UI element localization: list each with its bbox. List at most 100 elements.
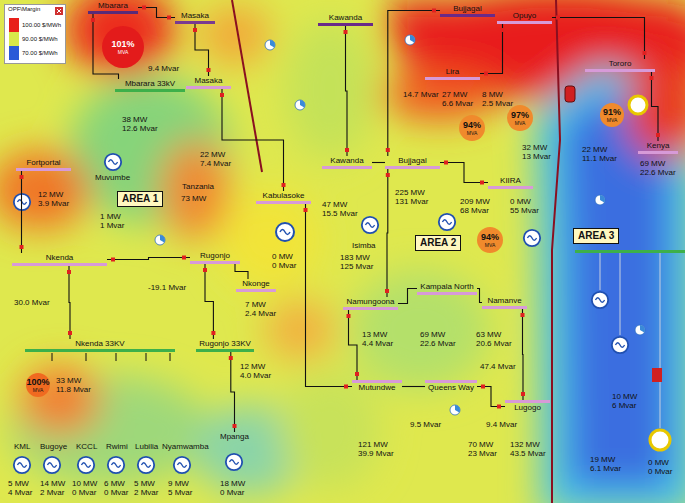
loading-circle: 100%MVA xyxy=(26,373,50,397)
breaker-mark xyxy=(556,16,560,20)
area-boundary xyxy=(552,0,560,503)
transmission-line xyxy=(205,264,213,339)
node-text: Kawanda xyxy=(330,156,363,166)
generator-symbol xyxy=(362,217,378,233)
breaker-mark xyxy=(282,183,286,187)
generator-symbol xyxy=(524,230,540,246)
station-name: KCCL xyxy=(74,442,99,452)
flow-value: 121 MW 39.9 Mvar xyxy=(358,440,395,458)
flow-value: 30.0 Mvar xyxy=(14,298,50,307)
bus-bar-node: Tororo xyxy=(585,59,655,72)
node-text: 91% xyxy=(603,107,621,117)
node-text: Tororo xyxy=(609,59,632,69)
flow-pie xyxy=(295,100,305,110)
node-text: Mbarara xyxy=(98,1,128,11)
breaker-mark xyxy=(521,392,525,396)
flow-value: 183 MW 125 Mvar xyxy=(340,253,375,271)
legend-swatch xyxy=(9,32,19,46)
legend-text: 100.00 $/MWh xyxy=(22,18,61,32)
breaker-mark xyxy=(67,270,71,274)
breaker-mark xyxy=(480,181,484,185)
node-text: 101% xyxy=(111,39,134,49)
generator-symbol xyxy=(276,223,294,241)
breaker-mark xyxy=(142,6,146,10)
unit-text: MVA xyxy=(467,130,477,136)
breaker-mark xyxy=(497,405,501,409)
node-text: Queens Way xyxy=(428,383,474,393)
bus-bar-node: Rugonjo xyxy=(190,251,240,264)
flow-value: 73 MW xyxy=(181,194,206,203)
breaker-mark xyxy=(643,51,647,55)
node-text: Rwimi xyxy=(106,442,128,452)
transmission-line xyxy=(402,386,425,387)
flow-value: 18 MW 0 Mvar xyxy=(220,479,247,497)
flow-value: 1 MW 1 Mvar xyxy=(100,212,126,230)
node-text: Lira xyxy=(446,67,459,77)
bus-bar-node: Namungoona xyxy=(343,297,398,310)
flow-value: 9.4 Mvar xyxy=(148,64,179,73)
flow-value: 225 MW 131 Mvar xyxy=(395,188,430,206)
node-text: AREA 1 xyxy=(122,193,158,205)
transmission-line xyxy=(522,309,524,400)
legend-box: 100.00 $/MWh90.00 $/MWh70.00 $/MWh xyxy=(4,4,66,64)
transmission-line xyxy=(388,11,440,157)
node-text: Kenya xyxy=(647,141,670,151)
flow-value: 8 MW 2.5 Mvar xyxy=(482,90,515,108)
breaker-mark xyxy=(233,424,237,428)
flow-pie xyxy=(265,40,275,50)
station-name: Tanzania xyxy=(180,182,216,192)
node-text: Masaka xyxy=(194,76,222,86)
bus-bar xyxy=(575,250,685,253)
flow-value: 14.7 Mvar xyxy=(403,90,439,99)
node-text: Tanzania xyxy=(182,182,214,192)
breaker-mark xyxy=(167,16,171,20)
unit-text: MVA xyxy=(33,387,43,393)
flow-value: 0 MW 0 Mvar xyxy=(272,252,298,270)
node-text: Mpanga xyxy=(220,432,249,442)
close-button-ground xyxy=(55,7,63,15)
node-text: 97% xyxy=(511,110,529,120)
station-name: Bugoye xyxy=(38,442,69,452)
breaker-mark xyxy=(20,175,24,179)
generator-symbol xyxy=(138,457,154,473)
breaker-mark xyxy=(386,148,390,152)
breaker-mark xyxy=(484,72,488,76)
breaker-mark xyxy=(182,256,186,260)
transmission-line xyxy=(552,18,645,60)
node-text: Mutundwe xyxy=(359,383,396,393)
node-text: Kabulasoke xyxy=(263,191,305,201)
flow-value: 9 MW 5 Mvar xyxy=(168,479,194,497)
flow-value: 22 MW 7.4 Mvar xyxy=(200,150,233,168)
loading-circle: 94%MVA xyxy=(477,227,503,253)
generator-symbol xyxy=(592,292,608,308)
feeder-stub xyxy=(146,353,147,361)
flow-value: 5 MW 4 Mvar xyxy=(8,479,34,497)
bus-bar-node: Queens Way xyxy=(425,380,477,393)
breaker-mark xyxy=(444,161,448,165)
breaker-mark xyxy=(111,258,115,262)
transmission-line xyxy=(69,266,70,339)
node-text: Bujjagal xyxy=(453,4,481,14)
node-text: AREA 3 xyxy=(578,230,614,242)
transmission-line xyxy=(372,162,385,163)
generator-symbol xyxy=(14,457,30,473)
flow-value: 13 MW 4.4 Mvar xyxy=(362,330,395,348)
flow-value: 10 MW 0 Mvar xyxy=(72,479,99,497)
bus-bar-node: Mbarara 33kV xyxy=(115,79,185,92)
transmission-line xyxy=(349,310,358,380)
node-text: 94% xyxy=(463,120,481,130)
breaker-mark xyxy=(386,173,390,177)
legend-row: 70.00 $/MWh xyxy=(9,46,58,60)
node-text: 94% xyxy=(481,232,499,242)
loading-circle: 101%MVA xyxy=(102,26,144,68)
generator-symbol xyxy=(612,337,628,353)
node-text: Bugoye xyxy=(40,442,67,452)
bus-bar-node: Mutundwe xyxy=(352,380,402,393)
node-text: Nkonge xyxy=(242,279,270,289)
bus-bar-node: Kampala North xyxy=(417,282,477,295)
breaker-mark xyxy=(207,68,211,72)
bus-bar-node: Rugonjo 33KV xyxy=(196,339,254,352)
generator-symbol xyxy=(44,457,60,473)
